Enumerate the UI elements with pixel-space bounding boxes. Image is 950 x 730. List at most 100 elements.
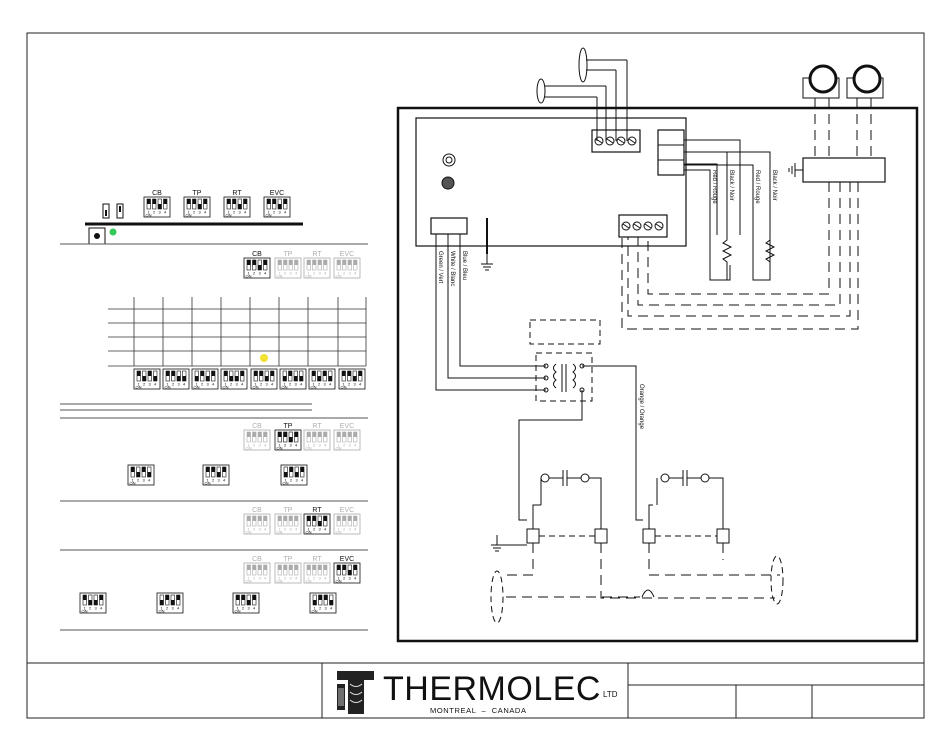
svg-text:3: 3: [319, 271, 322, 276]
svg-text:3: 3: [248, 606, 251, 611]
dip-on-label: ON: [306, 530, 312, 535]
svg-text:2: 2: [253, 443, 256, 448]
svg-text:4: 4: [284, 210, 287, 215]
fuse-block: [529, 319, 601, 345]
svg-text:1: 1: [132, 478, 135, 483]
cb-setting-table: [108, 297, 367, 367]
svg-text:3: 3: [149, 382, 152, 387]
sensor-resistor-icon: [764, 235, 776, 280]
svg-text:3: 3: [295, 382, 298, 387]
svg-text:4: 4: [295, 443, 298, 448]
svg-text:1: 1: [188, 210, 191, 215]
selected-setting-marker: [260, 354, 268, 362]
dip-group-label: TP: [284, 507, 293, 514]
terminal-screw-icon: [616, 136, 626, 146]
svg-text:4: 4: [148, 478, 151, 483]
svg-text:1: 1: [338, 527, 341, 532]
svg-text:3: 3: [354, 382, 357, 387]
svg-text:2: 2: [89, 606, 92, 611]
knob-icon: [442, 153, 456, 167]
dip-group-label: RT: [232, 190, 242, 197]
svg-text:3: 3: [290, 271, 293, 276]
svg-text:4: 4: [271, 382, 274, 387]
svg-text:2: 2: [137, 478, 140, 483]
svg-text:3: 3: [199, 210, 202, 215]
dip-on-label: ON: [130, 481, 136, 486]
control-board: [415, 117, 687, 247]
svg-text:1: 1: [138, 382, 141, 387]
svg-text:2: 2: [253, 576, 256, 581]
dip-on-label: ON: [336, 579, 342, 584]
dip-on-label: ON: [205, 481, 211, 486]
dip-group-label: RT: [312, 556, 322, 563]
dip-on-label: ON: [336, 530, 342, 535]
company-location: MONTREAL – CANADA: [430, 706, 527, 715]
wire-label-black-1: Black / Noir: [728, 170, 734, 201]
svg-text:3: 3: [266, 382, 269, 387]
cable-sleeve-icon: [536, 78, 546, 104]
svg-text:2: 2: [284, 271, 287, 276]
svg-text:3: 3: [259, 527, 262, 532]
svg-text:1: 1: [161, 606, 164, 611]
dip-on-label: ON: [311, 385, 317, 390]
svg-text:2: 2: [313, 443, 316, 448]
dip-on-label: ON: [306, 446, 312, 451]
dip-on-label: ON: [194, 385, 200, 390]
svg-text:3: 3: [296, 478, 299, 483]
dip-group-label: RT: [312, 251, 322, 258]
dip-on-label: ON: [266, 213, 272, 218]
wire-label-white: White / Blanc: [449, 251, 455, 286]
svg-text:3: 3: [349, 576, 352, 581]
wire-label-black-2: Black / Noir: [771, 170, 777, 201]
dip-group-label: TP: [284, 423, 293, 430]
svg-text:4: 4: [324, 443, 327, 448]
ground-icon: [481, 254, 493, 271]
svg-text:3: 3: [349, 271, 352, 276]
heating-element-icon: [852, 64, 882, 94]
dip-on-label: ON: [226, 213, 232, 218]
svg-text:4: 4: [223, 478, 226, 483]
svg-text:4: 4: [324, 527, 327, 532]
terminal-screw-icon: [605, 136, 615, 146]
svg-text:4: 4: [264, 527, 267, 532]
svg-text:1: 1: [196, 382, 199, 387]
svg-text:1: 1: [248, 271, 251, 276]
dip-on-label: ON: [136, 385, 142, 390]
dip-group-label: CB: [152, 190, 162, 197]
svg-text:3: 3: [159, 210, 162, 215]
svg-text:2: 2: [230, 382, 233, 387]
svg-text:2: 2: [289, 382, 292, 387]
svg-text:4: 4: [295, 576, 298, 581]
svg-text:4: 4: [241, 382, 244, 387]
svg-text:4: 4: [300, 382, 303, 387]
svg-text:2: 2: [166, 606, 169, 611]
svg-text:3: 3: [349, 443, 352, 448]
dip-group-label: CB: [252, 556, 262, 563]
svg-text:2: 2: [273, 210, 276, 215]
wire-label-orange: Orange / Orange: [638, 384, 644, 430]
svg-text:2: 2: [193, 210, 196, 215]
dip-on-label: ON: [283, 481, 289, 486]
dip-on-label: ON: [312, 609, 318, 614]
dip-group-label: EVC: [340, 423, 354, 430]
svg-text:2: 2: [172, 382, 175, 387]
sheet-border: [26, 32, 925, 719]
svg-text:2: 2: [343, 443, 346, 448]
svg-text:1: 1: [308, 527, 311, 532]
svg-text:2: 2: [348, 382, 351, 387]
